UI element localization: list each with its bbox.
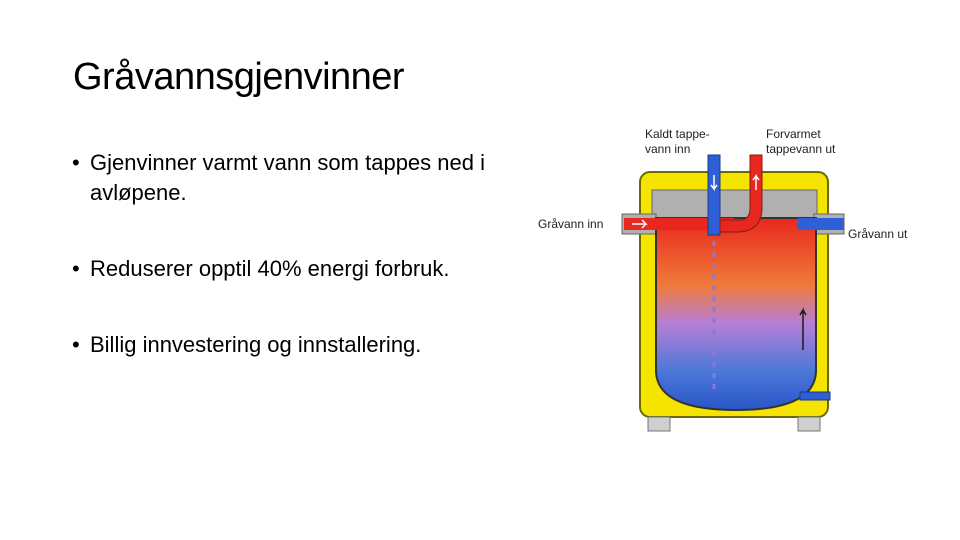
drain-pipe bbox=[799, 391, 831, 401]
bullet-text-1: Gjenvinner varmt vann som tappes ned i a… bbox=[90, 150, 485, 205]
label-cold-in-1: Kaldt tappe- bbox=[645, 127, 710, 141]
bullet-item-2: • Reduserer opptil 40% energi forbruk. bbox=[72, 254, 492, 284]
label-cold-in-2: vann inn bbox=[645, 142, 690, 156]
slide-title: Gråvannsgjenvinner bbox=[73, 56, 405, 98]
label-warm-out-1: Forvarmet bbox=[766, 127, 821, 141]
heat-exchanger-coil bbox=[663, 235, 797, 385]
arrow-up-icon bbox=[799, 307, 807, 350]
bullet-dot: • bbox=[72, 256, 80, 281]
foot-left bbox=[647, 416, 671, 432]
label-grey-out: Gråvann ut bbox=[848, 227, 908, 241]
bullet-dot: • bbox=[72, 150, 80, 175]
cold-inlet-pipe bbox=[707, 154, 721, 236]
bullet-list: • Gjenvinner varmt vann som tappes ned i… bbox=[72, 148, 492, 406]
tank-lid bbox=[651, 189, 818, 219]
bullet-dot: • bbox=[72, 332, 80, 357]
grey-out-flow bbox=[798, 218, 844, 230]
bullet-item-1: • Gjenvinner varmt vann som tappes ned i… bbox=[72, 148, 492, 208]
bullet-text-3: Billig innvestering og innstallering. bbox=[90, 332, 422, 357]
foot-right bbox=[797, 416, 821, 432]
greywater-recovery-diagram: Kaldt tappe- vann inn Forvarmet tappevan… bbox=[538, 127, 908, 432]
bullet-item-3: • Billig innvestering og innstallering. bbox=[72, 330, 492, 360]
grey-in-flow bbox=[624, 218, 734, 230]
label-grey-in: Gråvann inn bbox=[538, 217, 603, 231]
arrow-warm-out bbox=[752, 173, 760, 190]
bullet-text-2: Reduserer opptil 40% energi forbruk. bbox=[90, 256, 450, 281]
warm-outlet-pipe bbox=[719, 154, 763, 233]
label-warm-out-2: tappevann ut bbox=[766, 142, 836, 156]
arrow-grey-in bbox=[632, 219, 648, 229]
arrow-cold-in bbox=[710, 175, 718, 192]
